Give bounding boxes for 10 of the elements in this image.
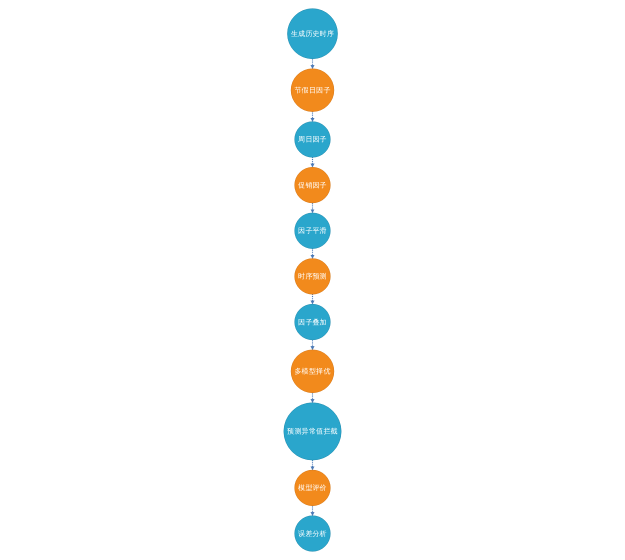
arrow xyxy=(310,460,314,470)
arrow xyxy=(310,112,314,122)
arrow xyxy=(310,202,314,214)
arrow xyxy=(310,294,314,304)
arrow xyxy=(310,506,314,516)
arrow xyxy=(310,340,314,350)
arrow xyxy=(310,58,314,69)
arrow xyxy=(310,392,314,403)
arrow xyxy=(310,248,314,259)
arrow xyxy=(310,157,314,168)
